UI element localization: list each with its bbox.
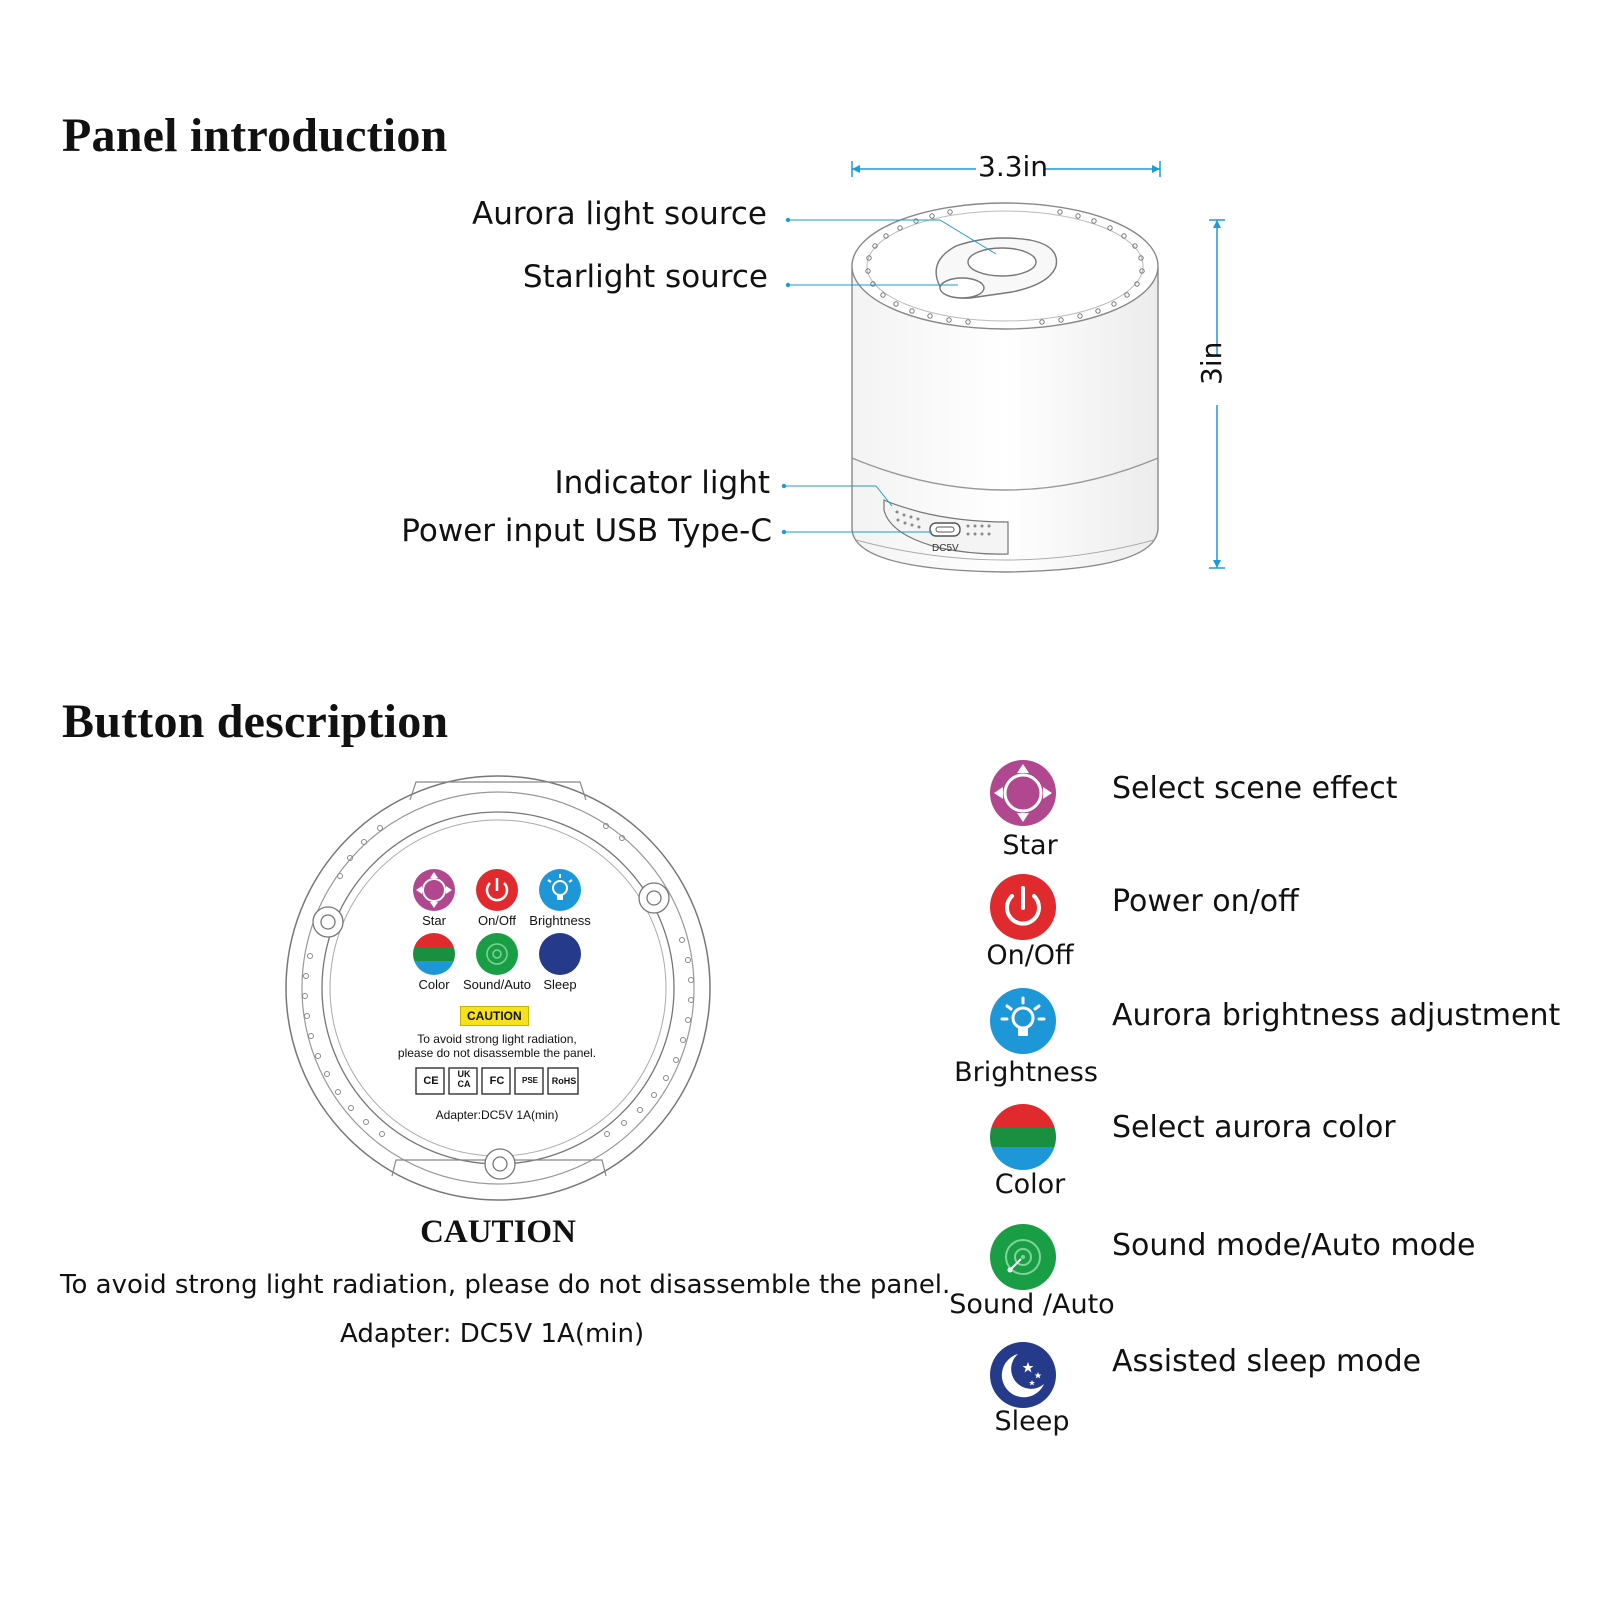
panel-color-button [413,933,455,975]
panel-sleep-button [539,933,581,975]
legend-desc-color: Select aurora color [1112,1110,1396,1145]
color-icon [990,1104,1056,1170]
legend-label-sound: Sound /Auto [949,1289,1115,1320]
panel-label-brightness: Brightness [529,913,591,928]
panel-star-button [413,869,455,911]
height-label: 3in [1195,341,1228,385]
width-label: 3.3in [978,150,1049,183]
moon-icon [990,1342,1056,1408]
power-input-label: Power input USB Type-C [401,513,772,549]
cert-rohs: RoHS [551,1076,577,1086]
panel-sound-button [476,933,518,975]
panel-intro-title: Panel introduction [62,109,448,162]
panel-label-sound: Sound/Auto [463,977,531,992]
legend-desc-sound: Sound mode/Auto mode [1112,1228,1476,1263]
panel-label-sleep: Sleep [543,977,577,992]
legend-desc-sleep: Assisted sleep mode [1112,1344,1422,1379]
sound-icon [990,1224,1056,1290]
cert-ce: CE [423,1075,439,1087]
power-icon [990,874,1056,940]
legend-label-sleep: Sleep [994,1406,1070,1437]
panel-label-color: Color [418,977,450,992]
bottom-panel-drawing [285,775,711,1201]
indicator-light-label: Indicator light [554,465,770,501]
legend-desc-brightness: Aurora brightness adjustment [1112,998,1561,1033]
device-drawing: DC5V [781,154,1232,573]
panel-adapter-note: Adapter:DC5V 1A(min) [435,1108,559,1122]
legend-label-star: Star [1002,830,1058,861]
legend-label-brightness: Brightness [954,1057,1098,1088]
caution-title: CAUTION [420,1214,576,1250]
bulb-icon [990,988,1056,1054]
panel-onoff-button [476,869,518,911]
port-label: DC5V [932,543,959,554]
button-desc-title: Button description [62,695,449,748]
caution-text: To avoid strong light radiation, please … [60,1270,951,1300]
starlight-source-label: Starlight source [522,259,768,295]
panel-note-line2: please do not disassemble the panel. [397,1046,597,1060]
cert-ukca: UK CA [457,1069,471,1089]
panel-caution-badge: CAUTION [460,1006,529,1026]
legend-desc-star: Select scene effect [1112,771,1398,806]
panel-brightness-button [539,869,581,911]
legend-label-onoff: On/Off [986,940,1074,971]
usb-c-port [929,522,961,537]
panel-label-star: Star [422,913,446,928]
cert-pse: PSE [521,1076,538,1085]
legend-label-color: Color [994,1169,1066,1200]
starlight-lens [939,277,985,299]
star-scene-icon [990,760,1056,826]
aurora-lens [967,247,1037,277]
panel-label-onoff: On/Off [477,913,517,928]
adapter-text: Adapter: DC5V 1A(min) [340,1319,645,1349]
panel-note-line1: To avoid strong light radiation, [417,1032,577,1046]
aurora-light-source-label: Aurora light source [472,196,767,232]
cert-fc: FC [489,1075,505,1087]
legend-desc-onoff: Power on/off [1112,884,1299,919]
